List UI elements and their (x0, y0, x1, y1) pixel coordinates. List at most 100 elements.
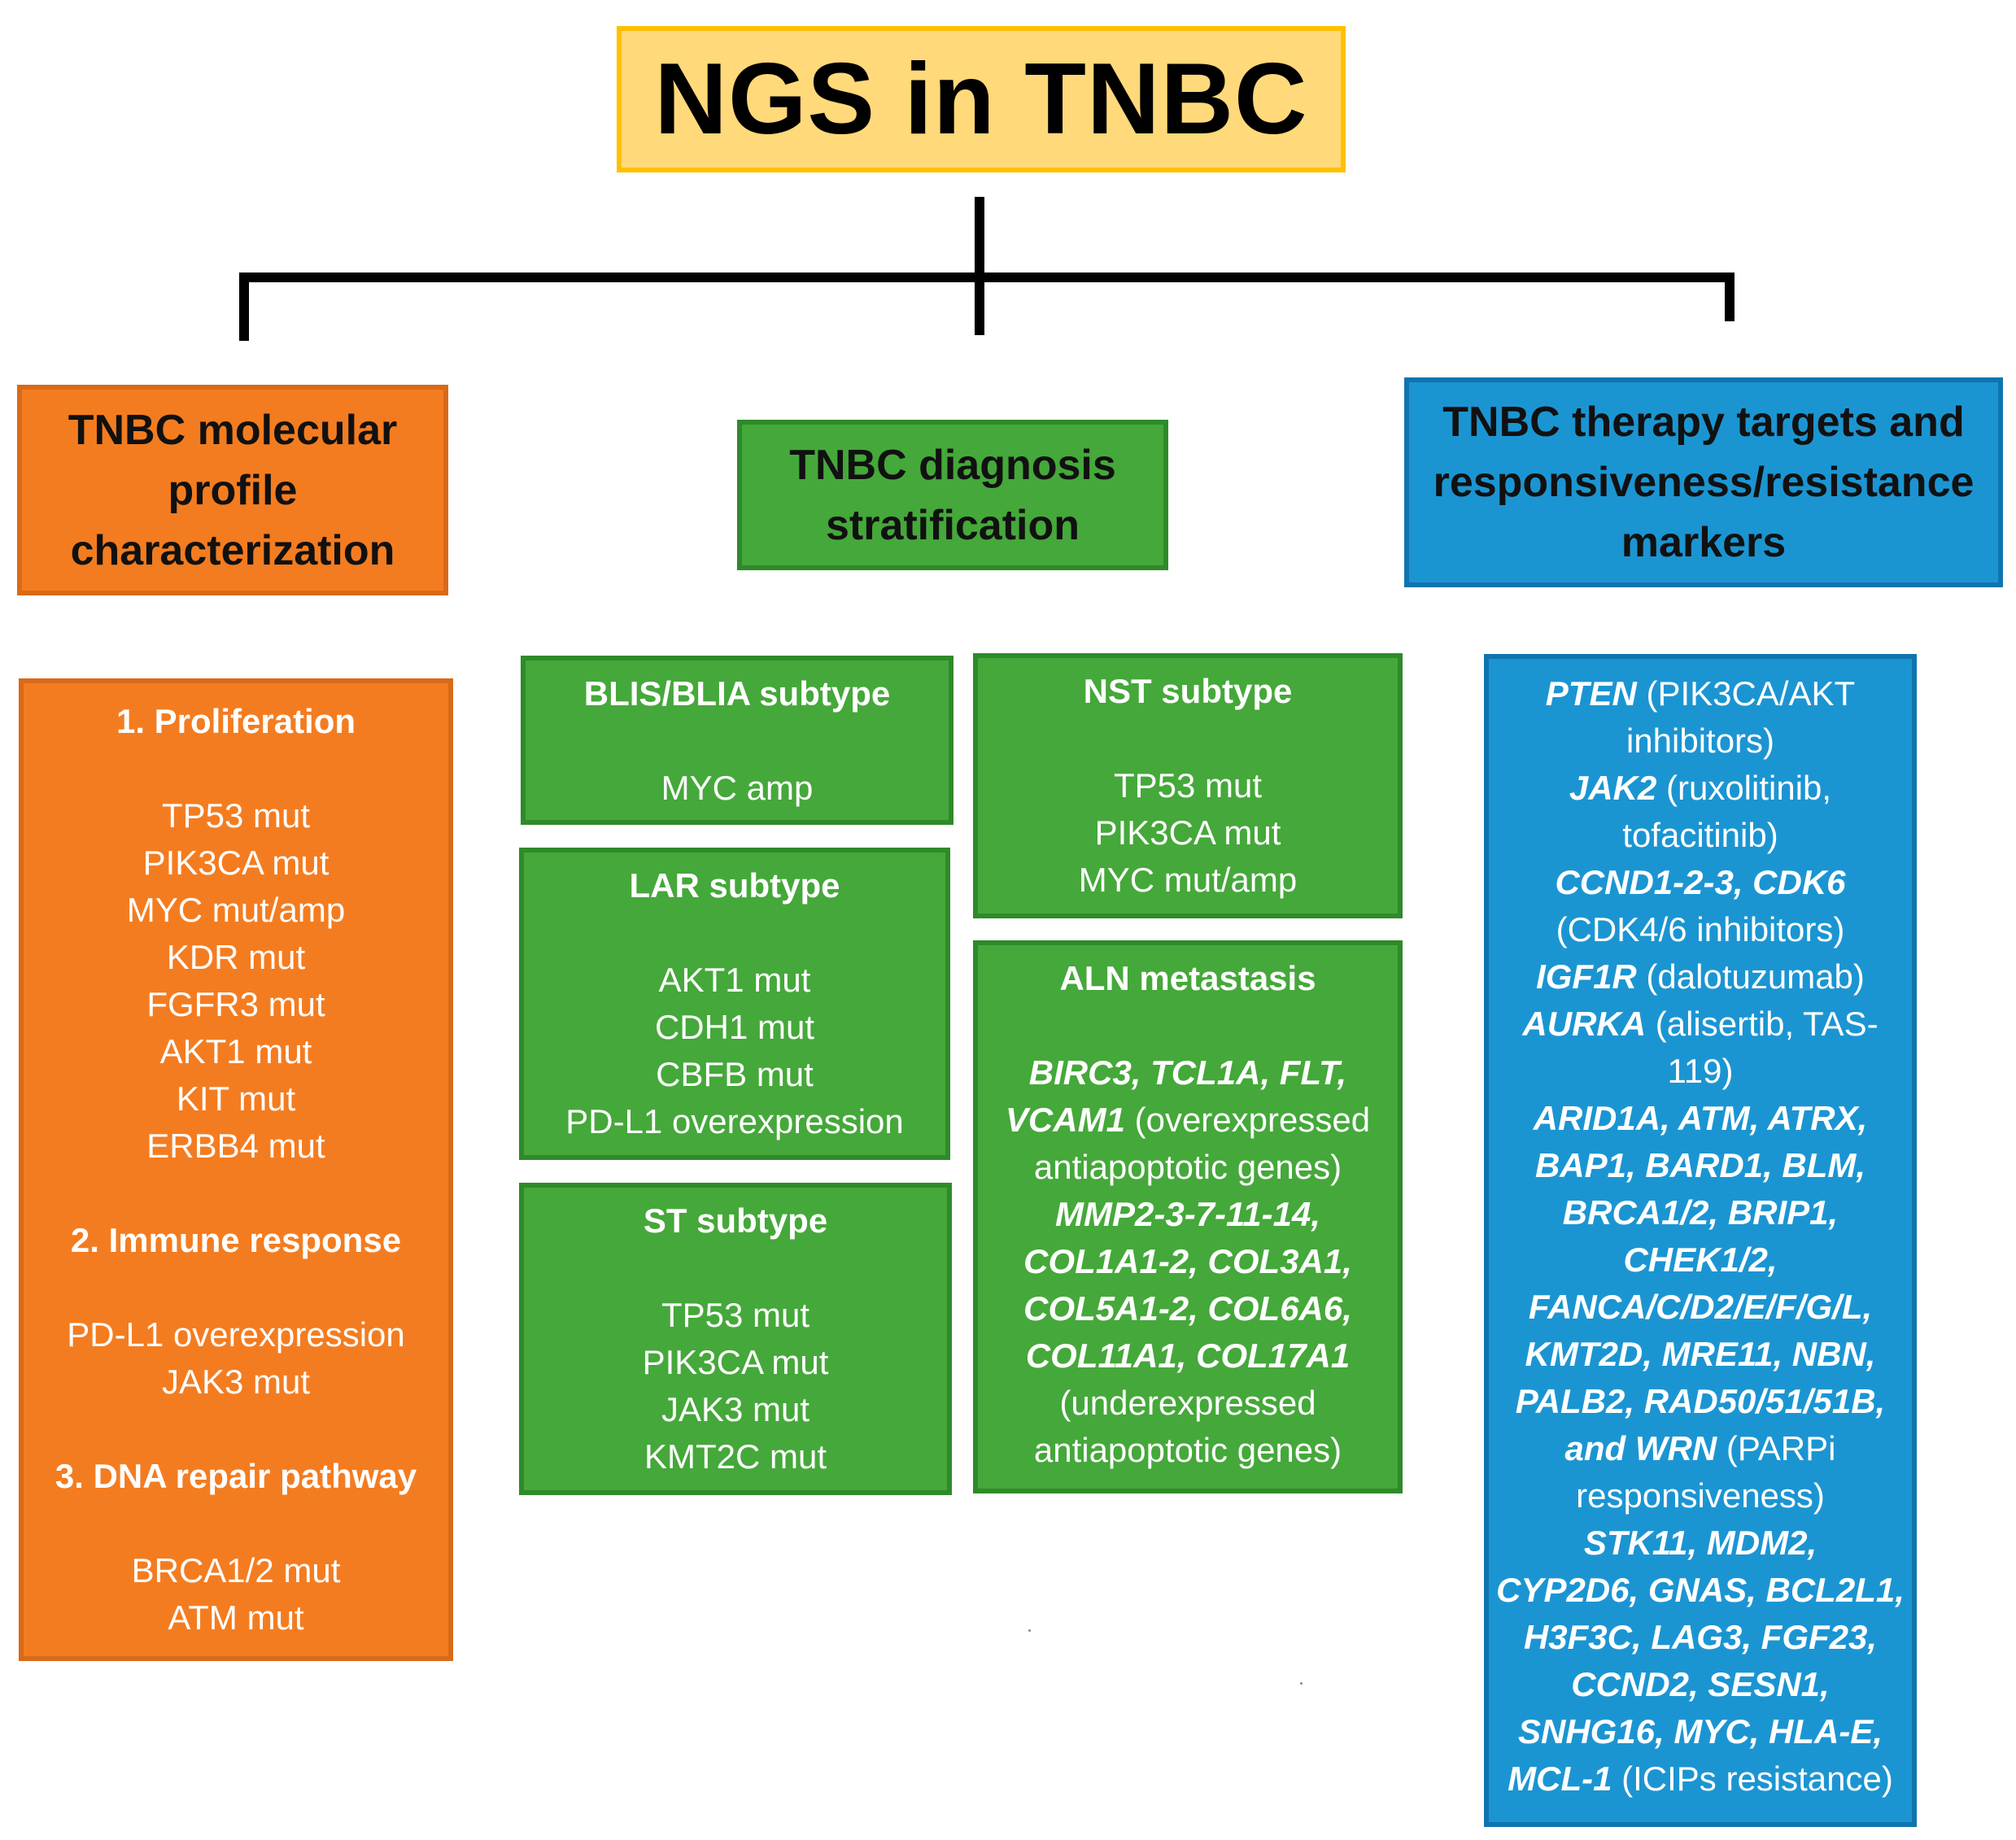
subtype-nst-box: NST subtype TP53 mut PIK3CA mut MYC mut/… (973, 653, 1403, 918)
branch-molecular-profile: TNBC molecular profile characterization (17, 385, 448, 595)
aln-metastasis-box: ALN metastasis BIRC3, TCL1A, FLT, VCAM1 … (973, 940, 1403, 1493)
gene-list-line: CYP2D6, GNAS, BCL2L1, (1496, 1571, 1905, 1609)
gene-note: (PARPi (1717, 1429, 1836, 1467)
section-heading: 2. Immune response (70, 1221, 402, 1259)
gene-list-line: PALB2, RAD50/51/51B, (1515, 1382, 1886, 1420)
gene-list-line: COL1A1-2, COL3A1, (1023, 1242, 1352, 1280)
gene-list-line: CCND2, SESN1, (1571, 1665, 1830, 1703)
subtype-blis-box: BLIS/BLIA subtype MYC amp (521, 656, 953, 825)
gene-note-line: (underexpressed (1059, 1384, 1316, 1422)
gene-name: VCAM1 (1005, 1101, 1125, 1139)
subtype-heading: NST subtype (1083, 672, 1293, 710)
list-item: MYC amp (661, 769, 814, 807)
gene-list-line: CCND1-2-3, CDK6 (1555, 863, 1846, 901)
branch-therapy: TNBC therapy targets and responsiveness/… (1404, 377, 2003, 587)
list-item: TP53 mut (661, 1296, 810, 1334)
list-item: CBFB mut (656, 1055, 814, 1093)
gene-list-line: MMP2-3-7-11-14, (1055, 1195, 1320, 1233)
list-item: KIT mut (176, 1079, 296, 1118)
branch-diagnosis: TNBC diagnosis stratification (737, 420, 1168, 570)
list-item: CDH1 mut (654, 1008, 815, 1046)
gene-note-line: 119) (1667, 1052, 1734, 1090)
section-heading: 3. DNA repair pathway (55, 1457, 417, 1495)
subtype-heading: ST subtype (643, 1201, 828, 1240)
gene-list-line: KMT2D, MRE11, NBN, (1525, 1335, 1876, 1373)
subtype-heading: LAR subtype (629, 866, 840, 905)
subtype-st-box: ST subtype TP53 mut PIK3CA mut JAK3 mut … (519, 1183, 952, 1495)
list-item: TP53 mut (1113, 766, 1263, 804)
list-item: ERBB4 mut (146, 1127, 325, 1165)
gene-list-line: FANCA/C/D2/E/F/G/L, (1528, 1288, 1873, 1326)
therapy-line: IGF1R (dalotuzumab) (1536, 953, 1865, 1001)
gene-list-line: H3F3C, LAG3, FGF23, (1523, 1618, 1878, 1656)
therapy-line: PTEN (PIK3CA/AKT (1546, 670, 1855, 717)
therapy-targets-list: PTEN (PIK3CA/AKT inhibitors) JAK2 (ruxol… (1484, 654, 1917, 1827)
list-item: BRCA1/2 mut (131, 1551, 341, 1589)
gene-name: JAK2 (1569, 769, 1657, 807)
list-item: JAK3 mut (161, 1363, 311, 1401)
branch-molecular-profile-label: TNBC molecular profile characterization (68, 406, 398, 574)
gene-name: PTEN (1545, 674, 1637, 713)
gene-list-line: BRCA1/2, BRIP1, (1562, 1193, 1839, 1232)
list-item: PD-L1 overexpression (67, 1315, 405, 1354)
therapy-line: AURKA (alisertib, TAS- (1522, 1001, 1878, 1048)
branch-therapy-label: TNBC therapy targets and responsiveness/… (1433, 399, 1975, 566)
gene-list-line: CHEK1/2, (1623, 1240, 1778, 1279)
therapy-line: JAK2 (ruxolitinib, (1569, 765, 1831, 812)
list-item: KMT2C mut (644, 1437, 827, 1476)
gene-note-line: antiapoptotic genes) (1033, 1431, 1342, 1469)
gene-list-line: BIRC3, TCL1A, FLT, (1028, 1053, 1347, 1092)
gene-note-line: responsiveness) (1576, 1476, 1825, 1515)
list-item: MYC mut/amp (126, 891, 346, 929)
gene-list-line: VCAM1 (overexpressed (1006, 1097, 1370, 1144)
gene-list-line: BAP1, BARD1, BLM, (1534, 1146, 1866, 1184)
list-item: PD-L1 overexpression (565, 1102, 904, 1140)
connector-trunk (975, 197, 984, 335)
gene-name: AURKA (1522, 1005, 1647, 1043)
gene-note: (ruxolitinib, (1656, 769, 1832, 807)
list-item: AKT1 mut (658, 961, 811, 999)
diagram-title: NGS in TNBC (654, 43, 1308, 155)
gene-note-line: antiapoptotic genes) (1033, 1148, 1342, 1186)
list-item: AKT1 mut (159, 1032, 312, 1070)
list-item: KDR mut (166, 938, 306, 976)
subtype-lar-box: LAR subtype AKT1 mut CDH1 mut CBFB mut P… (519, 848, 950, 1160)
therapy-line: and WRN (PARPi (1565, 1425, 1836, 1472)
connector-left-drop (239, 273, 249, 341)
gene-list-line: STK11, MDM2, (1583, 1524, 1817, 1562)
gene-name: and WRN (1564, 1429, 1717, 1467)
gene-note: (PIK3CA/AKT (1636, 674, 1856, 713)
gene-note: (overexpressed (1124, 1101, 1371, 1139)
gene-note-line: (CDK4/6 inhibitors) (1556, 910, 1845, 948)
connector-right-drop (1725, 273, 1735, 321)
connector-horizontal (239, 273, 1735, 282)
list-item: ATM mut (168, 1598, 304, 1637)
list-item: PIK3CA mut (142, 844, 329, 882)
gene-name: IGF1R (1536, 957, 1637, 996)
speck-mark (1300, 1682, 1303, 1685)
list-item: PIK3CA mut (642, 1343, 829, 1381)
title-box: NGS in TNBC (617, 26, 1346, 172)
list-item: JAK3 mut (661, 1390, 810, 1428)
subtype-heading: ALN metastasis (1059, 959, 1316, 997)
gene-name: MCL-1 (1508, 1759, 1612, 1798)
list-item: TP53 mut (161, 796, 311, 835)
list-item: PIK3CA mut (1094, 813, 1281, 852)
gene-note: (dalotuzumab) (1636, 957, 1865, 996)
list-item: MYC mut/amp (1078, 861, 1298, 899)
branch-diagnosis-label: TNBC diagnosis stratification (789, 441, 1116, 549)
gene-note: (ICIPs resistance) (1612, 1759, 1893, 1798)
subtype-heading: BLIS/BLIA subtype (583, 674, 891, 713)
gene-list-line: COL11A1, COL17A1 (1025, 1336, 1351, 1375)
gene-note-line: tofacitinib) (1622, 816, 1778, 854)
gene-list-line: COL5A1-2, COL6A6, (1023, 1289, 1352, 1328)
gene-list-line: SNHG16, MYC, HLA-E, (1517, 1712, 1883, 1751)
list-item: FGFR3 mut (146, 985, 325, 1023)
therapy-line: MCL-1 (ICIPs resistance) (1508, 1755, 1893, 1803)
gene-note-line: inhibitors) (1625, 722, 1775, 760)
gene-note: (alisertib, TAS- (1646, 1005, 1879, 1043)
speck-mark (1028, 1629, 1031, 1632)
gene-list-line: ARID1A, ATM, ATRX, (1533, 1099, 1868, 1137)
section-heading: 1. Proliferation (116, 702, 356, 740)
molecular-profile-list: 1. Proliferation TP53 mut PIK3CA mut MYC… (19, 678, 453, 1661)
